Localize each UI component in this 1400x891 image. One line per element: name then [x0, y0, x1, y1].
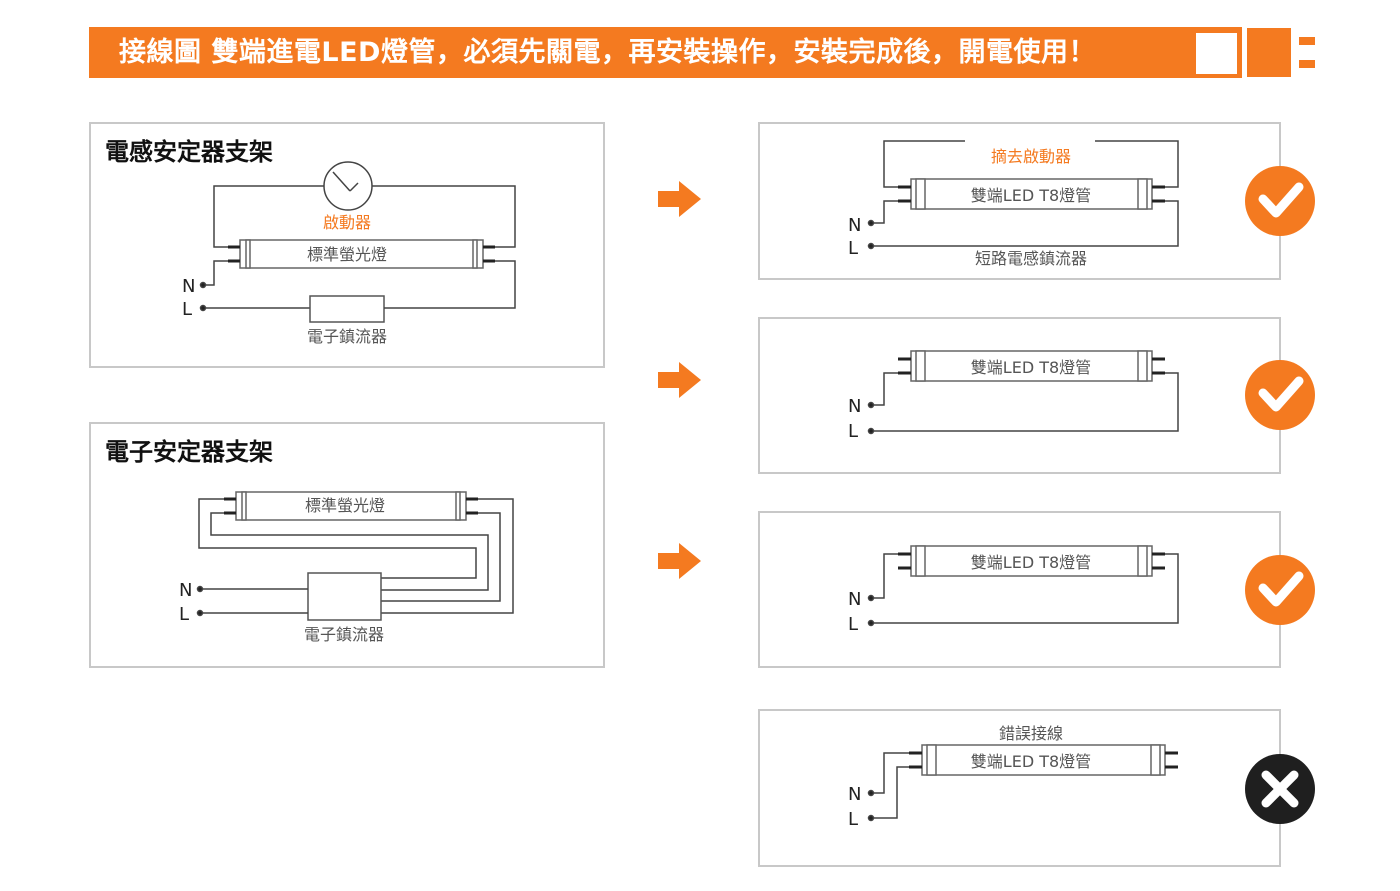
- magnetic-diagram: [199, 161, 516, 323]
- led-tube-label: 雙端LED T8燈管: [971, 358, 1091, 377]
- led-tube-label: 雙端LED T8燈管: [971, 752, 1091, 771]
- led-tube-label: 雙端LED T8燈管: [971, 553, 1091, 572]
- led-diagram-2: [867, 350, 1179, 435]
- panel-title: 電感安定器支架: [105, 138, 273, 166]
- l-label: L: [182, 299, 192, 320]
- led-diagram-3: [867, 545, 1179, 627]
- banner-title: 接線圖 雙端進電LED燈管，必須先關電，再安裝操作，安裝完成後，開電使用！: [119, 37, 1096, 68]
- l-label: L: [848, 421, 858, 442]
- remove-starter-label: 摘去啟動器: [991, 147, 1071, 166]
- n-label: N: [179, 580, 192, 601]
- plug-pin-icon: [1299, 60, 1315, 68]
- tube-label: 標準螢光燈: [305, 496, 385, 515]
- l-label: L: [179, 604, 189, 625]
- l-label: L: [848, 809, 858, 830]
- tube-label: 標準螢光燈: [307, 245, 387, 264]
- check-icon: [1245, 360, 1315, 430]
- led-tube-label: 雙端LED T8燈管: [971, 186, 1091, 205]
- ballast-label: 電子鎮流器: [304, 625, 384, 644]
- starter-label: 啟動器: [323, 213, 371, 232]
- banner-tube-end: [1196, 33, 1237, 74]
- check-icon: [1245, 555, 1315, 625]
- led-diagram-4: [867, 744, 1178, 822]
- n-label: N: [182, 276, 195, 297]
- panel-led-option-4: [758, 709, 1281, 867]
- arrow-icon: [658, 362, 701, 398]
- panel-led-option-2: [758, 317, 1281, 474]
- l-label: L: [848, 614, 858, 635]
- ballast-label: 電子鎮流器: [307, 327, 387, 346]
- n-label: N: [848, 784, 861, 805]
- plug-pin-icon: [1299, 37, 1315, 45]
- arrow-icon: [658, 543, 701, 579]
- electronic-diagram: [196, 491, 514, 621]
- panel-title: 電子安定器支架: [105, 438, 273, 466]
- l-label: L: [848, 238, 858, 259]
- n-label: N: [848, 589, 861, 610]
- panel-led-option-3: [758, 511, 1281, 668]
- arrow-icon: [658, 181, 701, 217]
- short-ballast-label: 短路電感鎮流器: [975, 249, 1087, 268]
- n-label: N: [848, 215, 861, 236]
- header-banner: 接線圖 雙端進電LED燈管，必須先關電，再安裝操作，安裝完成後，開電使用！: [89, 27, 1242, 78]
- wrong-wiring-label: 錯誤接線: [999, 724, 1063, 743]
- banner-plug-icon: [1247, 28, 1291, 77]
- panel-electronic-ballast: 電子安定器支架: [89, 422, 605, 668]
- check-icon: [1245, 166, 1315, 236]
- n-label: N: [848, 396, 861, 417]
- cross-icon: [1245, 754, 1315, 824]
